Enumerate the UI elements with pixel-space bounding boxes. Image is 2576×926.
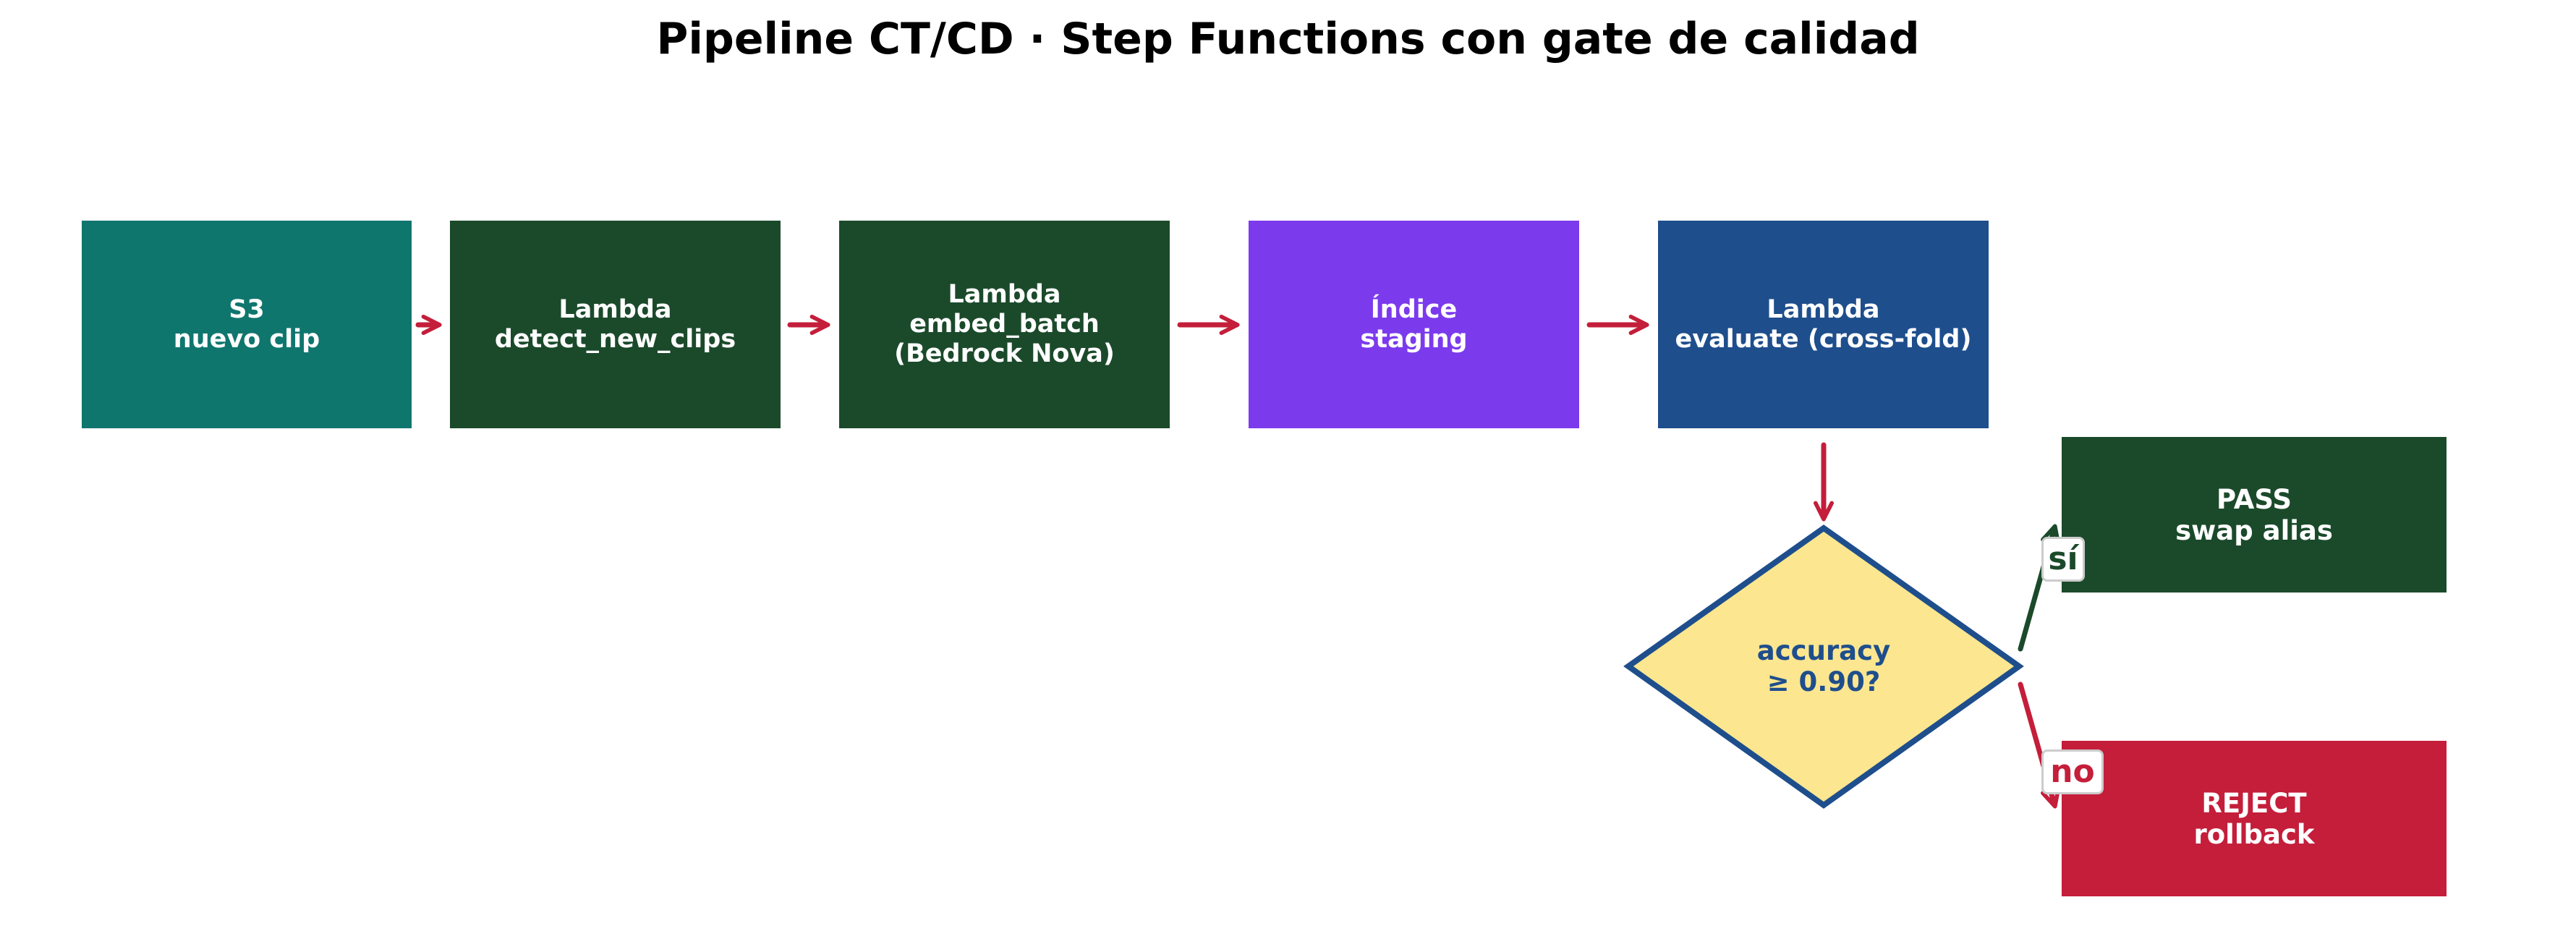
decision-line-2: ≥ 0.90?	[1767, 666, 1881, 697]
node-pass-swap-alias: PASS swap alias	[2062, 437, 2447, 592]
node-pass-line-1: PASS	[2216, 483, 2292, 515]
node-embed-line-3: (Bedrock Nova)	[894, 339, 1115, 368]
node-lambda-detect: Lambda detect_new_clips	[450, 221, 781, 428]
decision-diamond	[1623, 524, 2024, 809]
node-reject-line-1: REJECT	[2201, 787, 2307, 819]
node-detect-line-1: Lambda	[558, 294, 672, 324]
node-index-line-2: staging	[1360, 324, 1468, 354]
node-lambda-embed: Lambda embed_batch (Bedrock Nova)	[839, 221, 1170, 428]
node-index-line-1: Índice	[1370, 294, 1458, 324]
yes-edge-label: sí	[2041, 537, 2085, 582]
node-evaluate-line-1: Lambda	[1767, 294, 1880, 324]
no-edge-label: no	[2041, 749, 2104, 794]
node-reject-rollback: REJECT rollback	[2062, 741, 2447, 896]
node-detect-line-2: detect_new_clips	[494, 324, 736, 354]
node-evaluate-line-2: evaluate (cross-fold)	[1675, 324, 1972, 354]
diagram-title: Pipeline CT/CD · Step Functions con gate…	[656, 14, 1920, 64]
decision-line-1: accuracy	[1756, 635, 1891, 666]
node-s3-line-2: nuevo clip	[173, 324, 320, 354]
node-s3-line-1: S3	[229, 294, 265, 324]
node-embed-line-2: embed_batch	[909, 310, 1100, 339]
node-pass-line-2: swap alias	[2175, 514, 2333, 546]
node-embed-line-1: Lambda	[948, 280, 1061, 309]
node-s3-new-clip: S3 nuevo clip	[82, 221, 412, 428]
decision-label: accuracy ≥ 0.90?	[1679, 608, 1968, 724]
node-lambda-evaluate: Lambda evaluate (cross-fold)	[1658, 221, 1989, 428]
node-reject-line-2: rollback	[2193, 818, 2315, 850]
node-index-staging: Índice staging	[1249, 221, 1579, 428]
